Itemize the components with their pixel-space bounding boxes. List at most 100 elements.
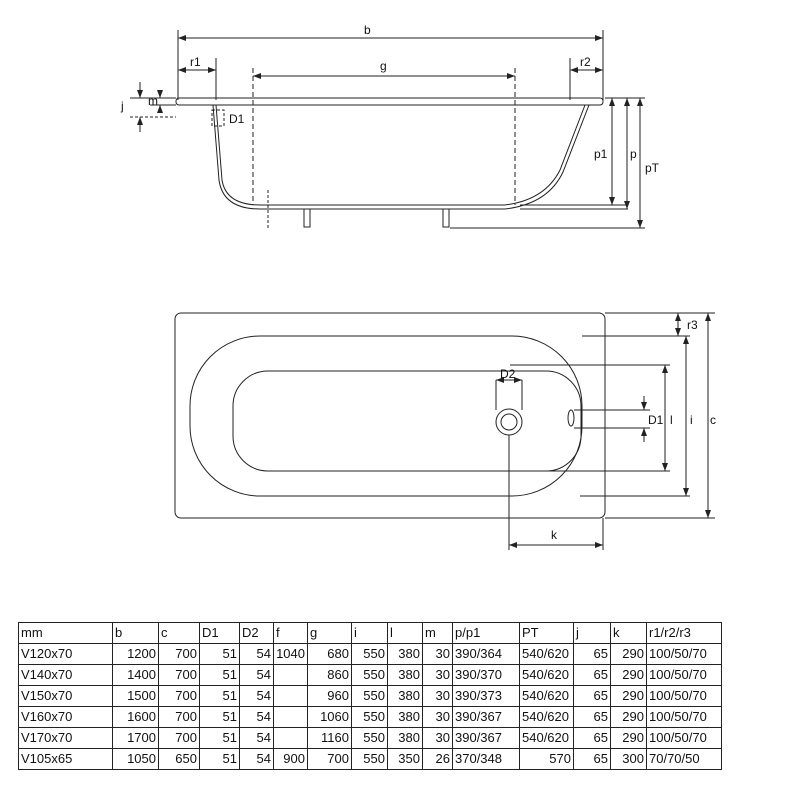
model-cell: V120x70 [18,643,113,665]
table-cell: 1160 [307,727,352,749]
column-header: f [273,622,308,644]
side-view-labels: b r1 g r2 j m D1 p1 p pT [120,23,660,175]
table-cell: 550 [351,706,388,728]
column-header: D1 [199,622,240,644]
top-view-labels: r3 D2 D1 l i c k [500,318,716,542]
table-cell: 54 [239,643,274,665]
table-cell: 100/50/70 [646,727,722,749]
table-cell: 30 [422,706,453,728]
table-cell: 390/367 [452,706,520,728]
table-cell: 380 [387,643,423,665]
label-pt: pT [645,161,660,175]
column-header: p/p1 [452,622,520,644]
table-cell: 390/364 [452,643,520,665]
table-cell: 380 [387,664,423,686]
table-cell: 70/70/50 [646,748,722,770]
table-cell: 100/50/70 [646,643,722,665]
table-cell: 550 [351,643,388,665]
table-cell: 65 [573,727,611,749]
table-cell: 290 [610,727,647,749]
column-header: mm [18,622,113,644]
table-cell: 100/50/70 [646,664,722,686]
label-g: g [380,59,387,73]
table-cell: 30 [422,643,453,665]
label-d2: D2 [500,367,516,381]
table-cell: 860 [307,664,352,686]
table-cell: 1700 [112,727,159,749]
label-c: c [710,413,716,427]
table-cell: 540/620 [519,643,574,665]
table-cell: 290 [610,643,647,665]
table-cell: 700 [158,685,200,707]
table-cell [273,685,308,707]
table-cell: 65 [573,706,611,728]
column-header: D2 [239,622,274,644]
table-cell: 54 [239,664,274,686]
table-cell: 54 [239,685,274,707]
table-cell: 1060 [307,706,352,728]
column-header: j [573,622,611,644]
table-cell: 1050 [112,748,159,770]
table-cell: 540/620 [519,664,574,686]
table-cell: 65 [573,685,611,707]
table-cell [273,727,308,749]
model-cell: V150x70 [18,685,113,707]
model-cell: V170x70 [18,727,113,749]
table-cell: 54 [239,748,274,770]
table-cell: 30 [422,664,453,686]
label-b: b [364,23,371,37]
label-p1: p1 [594,147,608,161]
table-cell: 54 [239,706,274,728]
label-m: m [148,94,158,108]
label-d1-top: D1 [648,413,664,427]
table-cell: 700 [158,727,200,749]
label-d1: D1 [229,112,245,126]
label-j: j [120,99,124,113]
table-cell: 550 [351,685,388,707]
column-header: PT [519,622,574,644]
table-cell: 650 [158,748,200,770]
table-cell: 300 [610,748,647,770]
table-cell: 380 [387,727,423,749]
label-r3: r3 [687,318,698,332]
table-cell: 550 [351,748,388,770]
table-cell: 1200 [112,643,159,665]
table-cell: 700 [158,643,200,665]
column-header: i [351,622,388,644]
table-cell: 960 [307,685,352,707]
table-cell: 700 [158,664,200,686]
table-cell: 370/348 [452,748,520,770]
table-cell: 350 [387,748,423,770]
column-header: r1/r2/r3 [646,622,722,644]
table-cell: 540/620 [519,706,574,728]
table-cell: 700 [307,748,352,770]
table-cell: 290 [610,685,647,707]
column-header: c [158,622,200,644]
table-cell: 1040 [273,643,308,665]
table-cell: 51 [199,643,240,665]
table-cell: 900 [273,748,308,770]
table-cell: 51 [199,685,240,707]
table-cell: 290 [610,706,647,728]
table-cell: 390/367 [452,727,520,749]
table-cell: 30 [422,685,453,707]
table-cell: 51 [199,706,240,728]
table-cell: 700 [158,706,200,728]
table-cell: 1400 [112,664,159,686]
column-header: k [610,622,647,644]
column-header: m [422,622,453,644]
table-cell: 30 [422,727,453,749]
model-cell: V105x65 [18,748,113,770]
table-cell [273,664,308,686]
label-k: k [551,528,558,542]
model-cell: V160x70 [18,706,113,728]
table-cell: 1500 [112,685,159,707]
